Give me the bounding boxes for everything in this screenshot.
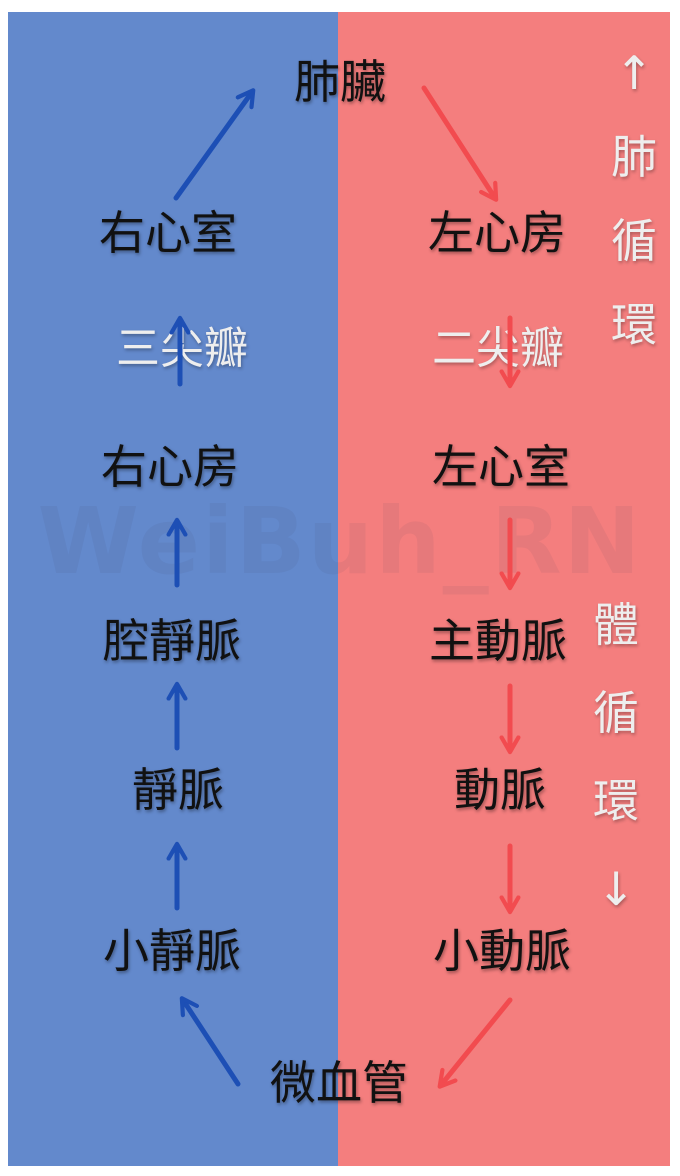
node-lung: 肺臟 xyxy=(294,55,386,109)
node-capillary: 微血管 xyxy=(270,1056,408,1110)
node-vena-cava: 腔靜脈 xyxy=(103,614,241,668)
pulmonary-label-char-3: 環 xyxy=(611,298,657,352)
venous-side-panel xyxy=(8,12,338,1166)
systemic-circulation-label: 體 循 環 ↓ xyxy=(593,602,639,954)
node-right-ventricle: 右心室 xyxy=(99,206,237,260)
node-arteriole: 小動脈 xyxy=(433,924,571,978)
node-right-atrium: 右心房 xyxy=(101,440,239,494)
pulmonary-label-char-1: 肺 xyxy=(611,130,657,184)
watermark: WeiBuh_RN xyxy=(37,488,643,595)
pulmonary-circulation-label: ↑ 肺 循 環 xyxy=(611,50,657,386)
node-aorta: 主動脈 xyxy=(429,614,567,668)
pulmonary-label-arrow: ↑ xyxy=(614,46,654,100)
systemic-label-arrow: ↓ xyxy=(596,862,636,916)
systemic-label-char-3: 環 xyxy=(593,774,639,828)
node-left-atrium: 左心房 xyxy=(428,206,566,260)
systemic-label-char-1: 體 xyxy=(593,598,639,652)
node-left-ventricle: 左心室 xyxy=(432,440,570,494)
systemic-label-char-2: 循 xyxy=(593,686,639,740)
tricuspid-valve-label: 三尖瓣 xyxy=(116,323,248,374)
node-vein: 靜脈 xyxy=(132,763,224,817)
node-artery: 動脈 xyxy=(454,763,546,817)
bicuspid-valve-label: 二尖瓣 xyxy=(432,323,564,374)
node-venule: 小靜脈 xyxy=(103,924,241,978)
pulmonary-label-char-2: 循 xyxy=(611,214,657,268)
